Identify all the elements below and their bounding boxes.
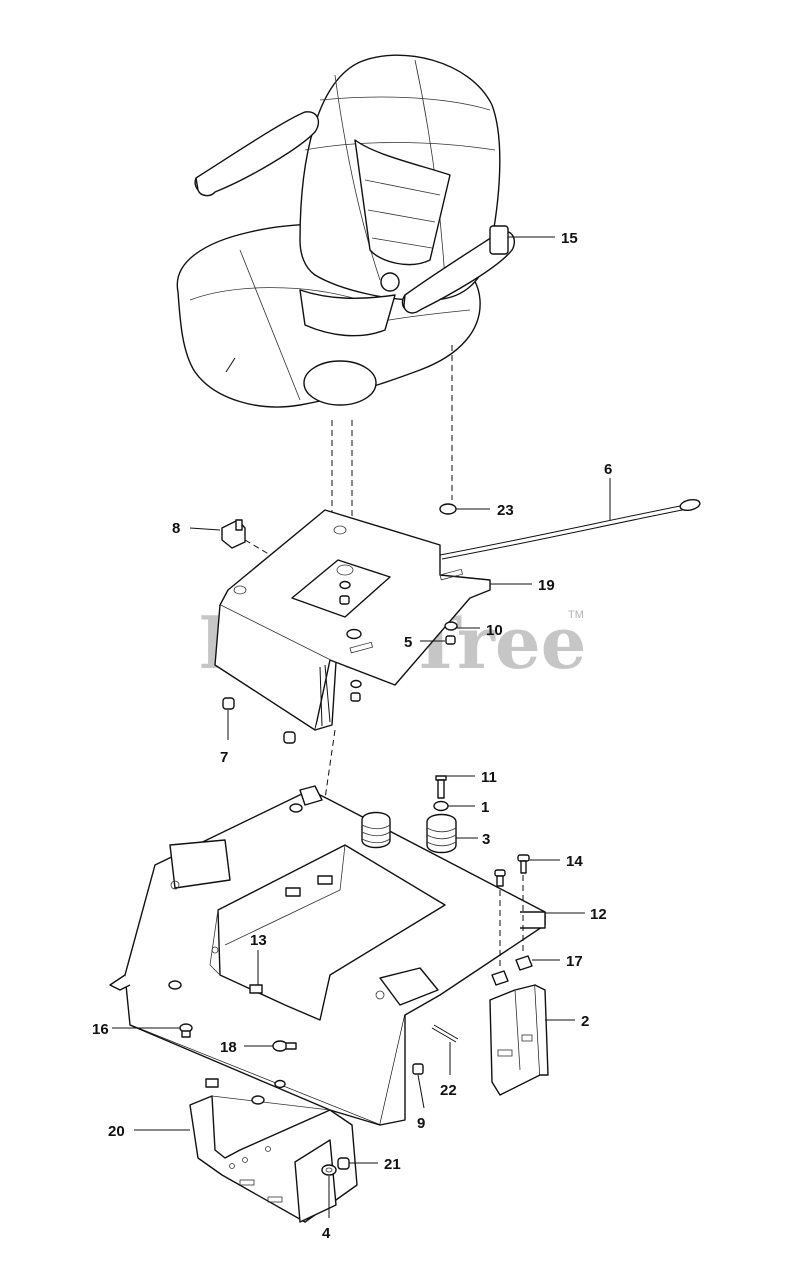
- bracket-part-14[interactable]: [249, 984, 263, 994]
- callout-15: 15: [561, 230, 578, 247]
- washer-part-10[interactable]: [444, 621, 458, 631]
- washer-part-4[interactable]: [321, 1164, 337, 1176]
- frame-part-1[interactable]: [109, 785, 546, 1126]
- watermark-trademark: TM: [568, 609, 584, 621]
- callout-12: 11: [481, 769, 497, 786]
- callout-3: 3: [482, 831, 490, 848]
- pin-part-18[interactable]: [272, 1040, 297, 1052]
- nut-part-21[interactable]: [337, 1157, 350, 1170]
- spacer-part-23[interactable]: [439, 503, 457, 515]
- clip-nut-part-17[interactable]: [491, 955, 533, 986]
- callout-21: 21: [384, 1156, 401, 1173]
- cable-part-6[interactable]: [439, 498, 701, 560]
- callout-4: 4: [322, 1225, 331, 1242]
- callout-22: 22: [440, 1082, 457, 1099]
- callout-5: 5: [404, 634, 412, 651]
- callout-19: 19: [538, 577, 555, 594]
- callout-13: 1: [481, 799, 489, 816]
- pin-part-16[interactable]: [168, 980, 286, 1089]
- callout-1: 12: [590, 906, 607, 923]
- callout-20: 20: [108, 1123, 125, 1140]
- bolt-part-12[interactable]: [435, 775, 447, 799]
- nut-part-7[interactable]: [222, 697, 296, 744]
- latch-part-8[interactable]: [221, 519, 246, 549]
- callout-10: 10: [486, 622, 503, 639]
- lower-bracket-part-20[interactable]: [189, 1078, 358, 1223]
- callout-6: 6: [604, 461, 612, 478]
- callout-11: 14: [566, 853, 583, 870]
- bolt-part-9[interactable]: [412, 1063, 424, 1075]
- callout-16: 16: [92, 1021, 109, 1038]
- callout-7: 7: [220, 749, 228, 766]
- callout-14: 13: [250, 932, 267, 949]
- callout-18: 18: [220, 1039, 237, 1056]
- side-bracket-part-2[interactable]: [489, 984, 549, 1096]
- seat-part-15[interactable]: [176, 54, 516, 408]
- nut-part-5[interactable]: [445, 635, 456, 645]
- callout-23: 23: [497, 502, 514, 519]
- spring-part-3[interactable]: [361, 811, 457, 854]
- rod-part-22[interactable]: [431, 1024, 459, 1043]
- washer-part-13[interactable]: [433, 800, 449, 812]
- callout-2: 2: [581, 1013, 589, 1030]
- callout-8: 8: [172, 520, 180, 537]
- callout-17: 17: [566, 953, 583, 970]
- callout-9: 9: [417, 1115, 425, 1132]
- bolt-part-11[interactable]: [494, 854, 530, 887]
